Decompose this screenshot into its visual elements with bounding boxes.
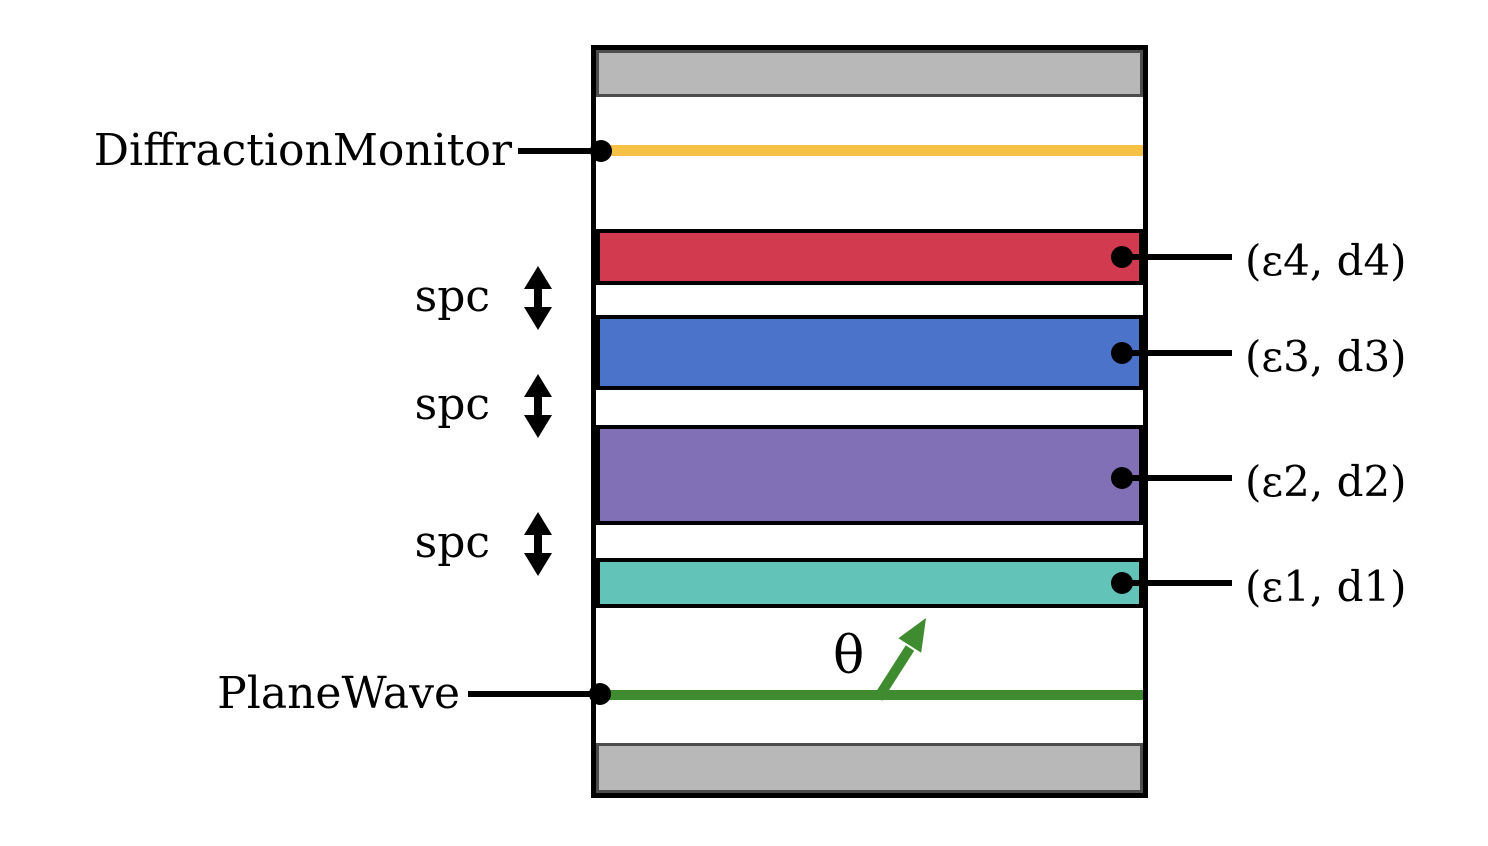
layer3-connector-line [1125,350,1232,356]
layer-epsilon3 [596,315,1143,390]
layer4-connector-line [1125,254,1232,260]
plane-wave-line [596,690,1143,700]
theta-angle-label: θ [833,626,865,686]
layer2-connector-dot [1111,467,1133,489]
diffraction-monitor-connector-dot [590,140,612,162]
pml-region-top [596,50,1143,97]
plane-wave-connector-dot [589,683,611,705]
layer2-connector-line [1125,475,1232,481]
layer-epsilon4 [596,229,1143,285]
layer4-label: (ε4, d4) [1245,236,1407,285]
diffraction-monitor-label: DiffractionMonitor [93,125,512,176]
spacer-label-1: spc [414,271,490,322]
layer2-label: (ε2, d2) [1245,457,1407,506]
layer-epsilon1 [596,558,1143,608]
layer3-connector-dot [1111,342,1133,364]
spacer-label-2: spc [414,379,490,430]
spacer-double-arrow-icon [524,512,552,576]
simulation-cell-box [591,45,1148,798]
layer1-connector-dot [1111,572,1133,594]
diffraction-monitor-line [596,145,1143,156]
layer4-connector-dot [1111,246,1133,268]
plane-wave-connector-line [468,691,602,697]
layer3-label: (ε3, d3) [1245,332,1407,381]
diffraction-monitor-connector-line [518,148,606,154]
incidence-angle-arrow-icon [873,618,926,701]
layer1-connector-line [1125,580,1232,586]
spacer-label-3: spc [414,517,490,568]
plane-wave-label: PlaneWave [217,668,460,719]
spacer-double-arrow-icon [524,266,552,330]
pml-region-bottom [596,743,1143,793]
layer-epsilon2 [596,425,1143,525]
spacer-double-arrow-icon [524,374,552,438]
layer1-label: (ε1, d1) [1245,562,1407,611]
